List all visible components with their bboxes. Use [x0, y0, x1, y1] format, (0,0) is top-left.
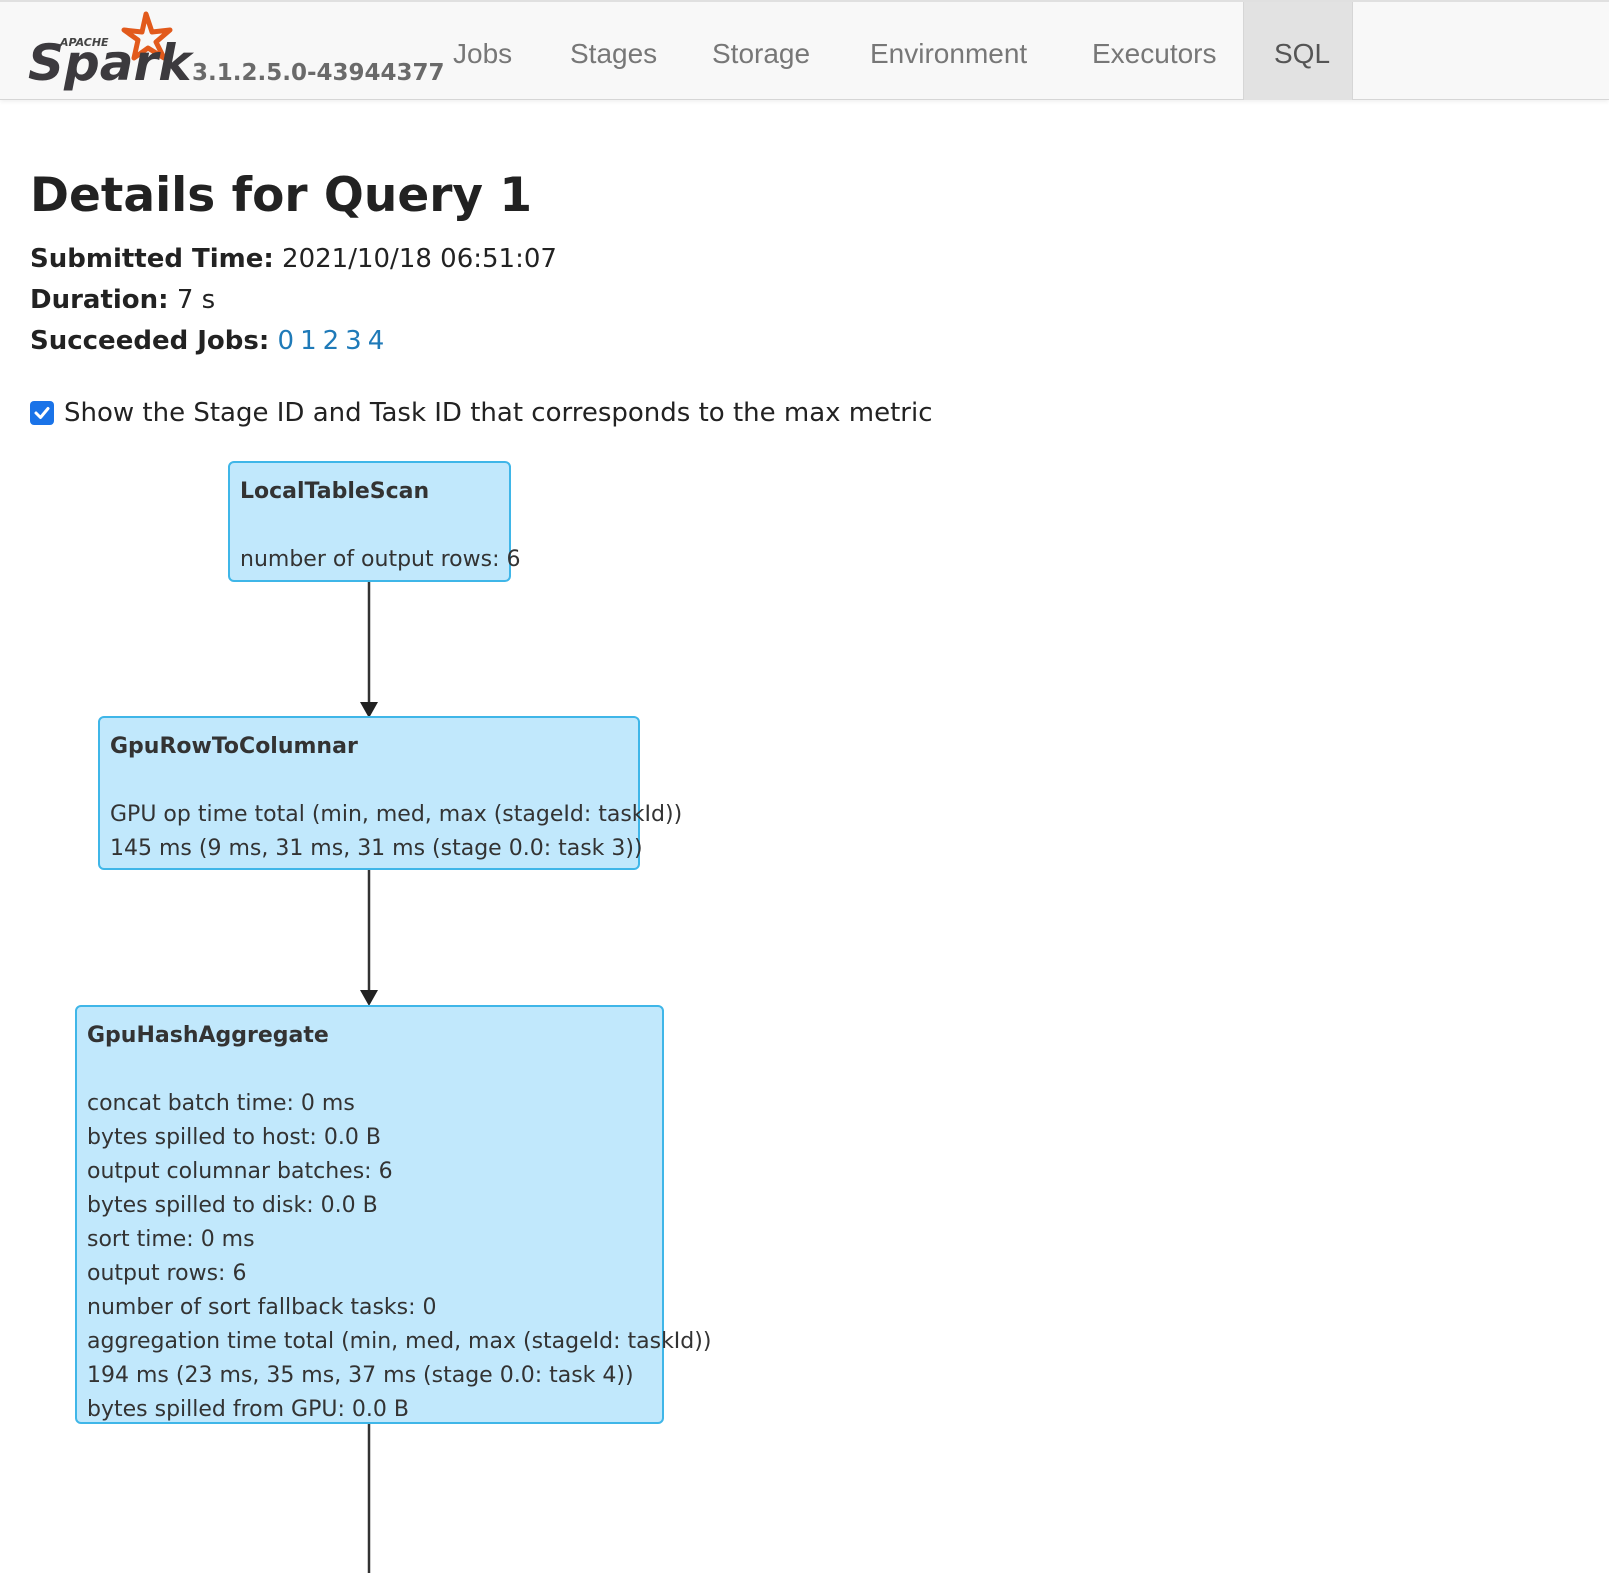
submitted-time-value: 2021/10/18 06:51:07: [282, 244, 557, 274]
checkbox-label: Show the Stage ID and Task ID that corre…: [64, 398, 933, 428]
node-metric: 145 ms (9 ms, 31 ms, 31 ms (stage 0.0: t…: [110, 836, 643, 861]
spark-version: 3.1.2.5.0-43944377: [192, 60, 445, 86]
submitted-time-row: Submitted Time: 2021/10/18 06:51:07: [30, 244, 557, 274]
tab-jobs[interactable]: Jobs: [453, 38, 513, 69]
succeeded-jobs-label: Succeeded Jobs:: [30, 326, 270, 356]
duration-value: 7 s: [176, 285, 216, 315]
tab-sql[interactable]: SQL: [1243, 2, 1353, 100]
job-link-3[interactable]: 3: [345, 326, 362, 356]
spark-logo-icon: APACHE Spark: [28, 11, 194, 92]
tab-stages[interactable]: Stages: [570, 38, 658, 69]
node-metric: bytes spilled to disk: 0.0 B: [87, 1193, 378, 1218]
brand-text: Spark: [28, 34, 194, 92]
duration-row: Duration: 7 s: [30, 285, 215, 315]
node-title: GpuHashAggregate: [87, 1023, 329, 1048]
page-title: Details for Query 1: [30, 168, 533, 223]
node-metric: bytes spilled from GPU: 0.0 B: [87, 1397, 409, 1422]
duration-label: Duration:: [30, 285, 169, 315]
node-metric: output columnar batches: 6: [87, 1159, 393, 1184]
node-metric: GPU op time total (min, med, max (stageI…: [110, 802, 683, 827]
node-local-table-scan[interactable]: LocalTableScan number of output rows: 6: [228, 461, 521, 582]
spark-logo[interactable]: APACHE Spark: [28, 6, 194, 96]
node-metric: 194 ms (23 ms, 35 ms, 37 ms (stage 0.0: …: [87, 1363, 634, 1388]
node-metric: sort time: 0 ms: [87, 1227, 255, 1252]
node-metric: bytes spilled to host: 0.0 B: [87, 1125, 381, 1150]
tab-storage[interactable]: Storage: [712, 38, 811, 69]
node-metric: aggregation time total (min, med, max (s…: [87, 1329, 712, 1354]
node-metric: number of output rows: 6: [240, 547, 521, 572]
arrow-head-icon: [360, 702, 378, 718]
max-metric-toggle[interactable]: Show the Stage ID and Task ID that corre…: [30, 398, 933, 428]
node-metric: number of sort fallback tasks: 0: [87, 1295, 437, 1320]
node-title: GpuRowToColumnar: [110, 734, 358, 759]
job-link-2[interactable]: 2: [322, 326, 340, 356]
top-navbar: APACHE Spark 3.1.2.5.0-43944377 Jobs Sta…: [0, 0, 1609, 100]
submitted-time-label: Submitted Time:: [30, 244, 274, 274]
job-link-1[interactable]: 1: [300, 326, 317, 356]
arrow-head-icon: [360, 990, 378, 1006]
job-link-0[interactable]: 0: [277, 326, 295, 356]
node-title: LocalTableScan: [240, 479, 430, 504]
node-metric: output rows: 6: [87, 1261, 247, 1286]
brand-top-text: APACHE: [59, 36, 109, 49]
tab-environment[interactable]: Environment: [870, 38, 1028, 69]
node-gpu-hash-aggregate[interactable]: GpuHashAggregate concat batch time: 0 ms…: [75, 1005, 712, 1424]
job-link-4[interactable]: 4: [367, 326, 385, 356]
checkbox-checked-icon[interactable]: [30, 401, 54, 425]
node-gpu-row-to-columnar[interactable]: GpuRowToColumnar GPU op time total (min,…: [98, 716, 683, 870]
node-metric: concat batch time: 0 ms: [87, 1091, 355, 1116]
tab-executors[interactable]: Executors: [1092, 38, 1217, 69]
